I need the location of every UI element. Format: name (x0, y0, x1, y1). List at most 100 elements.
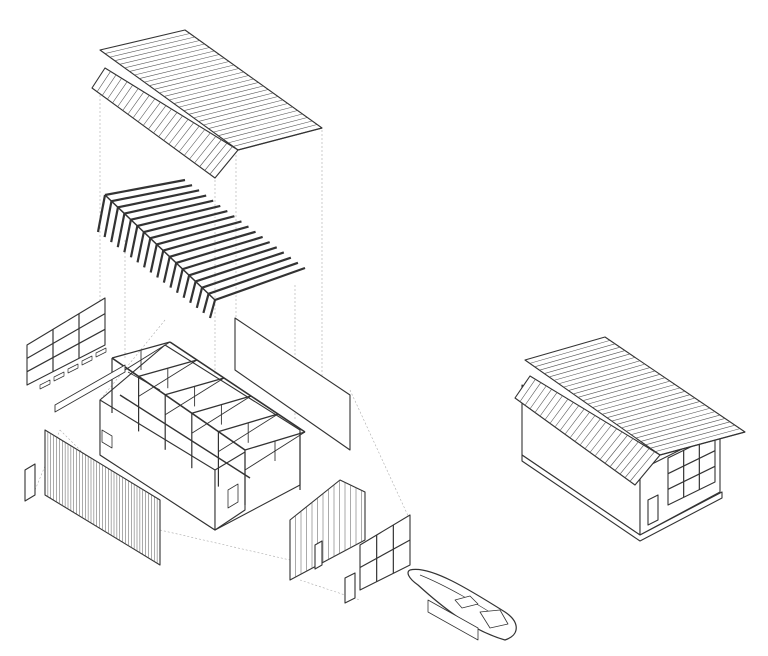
roof-panel-lower-hatch (189, 132, 211, 160)
house-roof-upper-hatch (577, 374, 661, 398)
exploded-roof-panels (91, 29, 323, 179)
roof-panel-lower-hatch (107, 78, 122, 100)
roof-panel-upper-hatch (124, 47, 210, 69)
rafter-upper (195, 251, 285, 283)
house-roof-lower-hatch (529, 385, 547, 410)
house-roof-upper-hatch (602, 390, 686, 415)
house-roof-upper-hatch (582, 377, 666, 402)
projection-guide-line (99, 319, 166, 401)
house-roof-lower-hatch (559, 405, 579, 431)
house-roof-lower-hatch (619, 444, 644, 475)
house-door (647, 494, 659, 526)
rafter-upper-edge (157, 223, 243, 247)
roof-panel-upper-hatch (228, 120, 313, 144)
house-roof-lower-hatch (554, 402, 574, 428)
house-roof-upper-hatch (597, 387, 681, 412)
house-roof-lower-hatch (614, 441, 639, 471)
house-roof-lower-hatch (594, 428, 617, 457)
house-roof-lower-hatch (629, 451, 655, 482)
roof-panel-upper-hatch (183, 89, 269, 112)
rafter-upper (111, 184, 193, 203)
house-roof-lower-hatch (609, 438, 634, 468)
roof-panel-upper-hatch (203, 103, 288, 126)
roof-panel-upper-hatch (144, 61, 230, 83)
house-roof-lower-hatch (564, 408, 585, 435)
roof-panel-upper-hatch (208, 106, 293, 129)
house-roof-lower-hatch (574, 415, 596, 442)
roof-panel-lower-hatch (122, 88, 139, 111)
rafter-upper-edge (125, 197, 208, 216)
rafter-upper (117, 189, 200, 209)
house-roof-upper-hatch (544, 350, 626, 374)
rafter-upper-edge (177, 238, 264, 266)
house-roof-lower-hatch (579, 418, 601, 446)
roof-panel-upper-hatch (213, 110, 298, 133)
exploded-rafters (96, 178, 307, 319)
frame-door (101, 429, 113, 449)
house-roof-upper-hatch (606, 394, 691, 418)
vent-louver (67, 363, 79, 374)
sill-beam (54, 364, 126, 413)
gable-end-wall (289, 479, 366, 581)
roof-panel-lower-hatch (163, 115, 183, 141)
roof-panel-upper-hatch (134, 54, 220, 76)
rafter-lower (156, 250, 165, 278)
clerestory-window-panel-transom (26, 328, 106, 373)
glazed-door-panel-transom (359, 539, 411, 569)
rafter-upper (130, 199, 214, 221)
rafter-lower (202, 293, 210, 314)
wall-door-panel (24, 463, 36, 502)
house-roof-lower-hatch (549, 398, 569, 424)
rafter-upper-edge (196, 254, 285, 284)
frame-door (227, 483, 239, 509)
rafter-lower (96, 194, 107, 233)
roof-panel-upper-hatch (223, 117, 308, 140)
rafter-lower (110, 207, 120, 243)
rafter-lower (189, 281, 197, 304)
house-roof-lower-hatch (584, 421, 607, 449)
roof-panel-lower-hatch (132, 95, 150, 119)
roof-panel-upper-hatch (129, 50, 215, 72)
roof-panel-lower-hatch (102, 74, 117, 96)
rafter-upper-edge (189, 248, 278, 278)
rafter-upper (150, 215, 235, 240)
house-roof-upper-hatch (529, 340, 611, 364)
roof-ridge (237, 127, 323, 151)
house-plinth (521, 454, 723, 542)
roof-panel-lower-hatch (158, 112, 178, 137)
rafter-lower (169, 262, 178, 288)
house-roof-upper-hatch (587, 380, 671, 405)
house-roof-upper-hatch (568, 367, 651, 391)
roof-panel-upper-hatch (193, 96, 279, 119)
roof-panel-lower-hatch (153, 108, 172, 134)
roof-panel-upper-hatch (188, 92, 274, 115)
house-roof-upper-hatch (563, 363, 646, 388)
boat-stern-deck (479, 609, 509, 629)
house-roof-upper-hatch (655, 428, 741, 452)
roof-panel-upper-hatch (168, 78, 254, 101)
roof-panel-upper-hatch (119, 43, 205, 65)
boat-cockpit (454, 595, 479, 609)
rafter-upper (104, 178, 186, 197)
house-roof-upper-hatch (650, 424, 736, 449)
house-roof-upper-hatch (645, 421, 731, 446)
assembled-boathouse (514, 336, 746, 542)
roof-panel-upper-hatch (159, 71, 244, 94)
boat-cradle (427, 599, 479, 641)
rafter-upper (169, 230, 256, 258)
rafter-lower (143, 238, 152, 268)
roof-panel-lower-hatch (127, 91, 145, 115)
roof-panel-lower-hatch (143, 101, 161, 126)
rafter-lower (129, 225, 139, 258)
frame-low-beam (119, 394, 251, 479)
roof-panel-lower-hatch (112, 81, 128, 104)
rafter-ridge-beam (104, 194, 216, 301)
rafter-upper-edge (105, 181, 187, 198)
rafter-lower (162, 256, 171, 283)
house-roof-upper-hatch (635, 414, 721, 439)
rafter-upper (156, 220, 242, 246)
roof-panel-lower-hatch (199, 139, 222, 167)
small-door-panel (344, 572, 356, 604)
roof-panel-lower-hatch (194, 136, 217, 164)
rafter-upper-edge (138, 207, 222, 229)
